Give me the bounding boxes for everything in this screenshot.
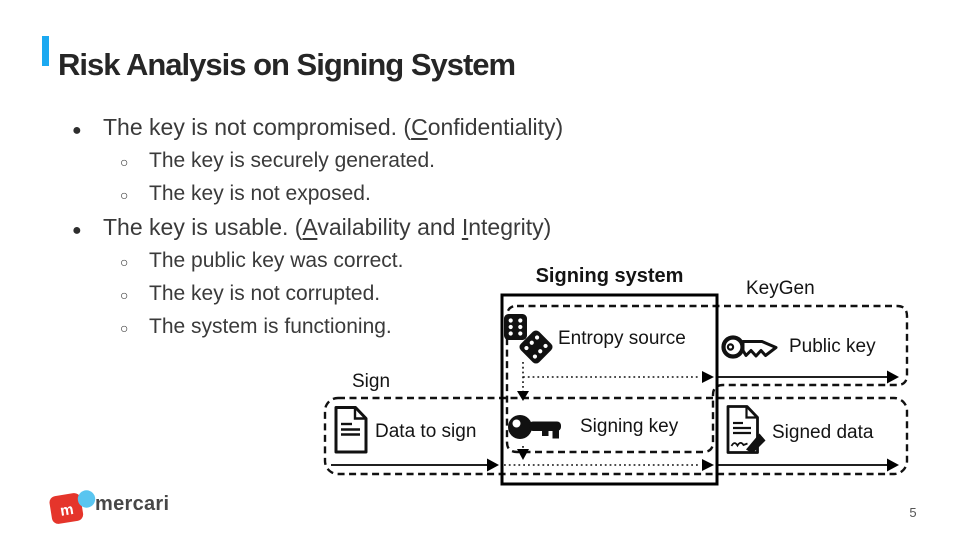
bullet-item: ○ The key is not exposed. bbox=[72, 177, 732, 210]
bullet-item: ○ The key is not corrupted. bbox=[72, 277, 732, 310]
signing-system-box bbox=[500, 293, 719, 486]
logo-dot-icon bbox=[77, 490, 96, 508]
logo-letter: m bbox=[59, 501, 75, 520]
bullet-dot-icon: ● bbox=[72, 122, 82, 139]
keygen-region bbox=[505, 304, 909, 454]
sign-region bbox=[323, 396, 909, 476]
bullet-circle-icon: ○ bbox=[120, 320, 129, 336]
data-input-arrow bbox=[331, 458, 499, 472]
bullet-list: ● The key is not compromised. (Confident… bbox=[72, 110, 732, 343]
signed-data-label: Signed data bbox=[772, 422, 874, 443]
bullet-item: ○ The key is securely generated. bbox=[72, 144, 732, 177]
bullet-item: ● The key is usable. (Availability and I… bbox=[72, 210, 732, 244]
bullet-text: The key is securely generated. bbox=[149, 149, 435, 172]
brand-wordmark: mercari bbox=[95, 493, 170, 515]
public-key-output-arrow bbox=[717, 370, 899, 384]
bullet-circle-icon: ○ bbox=[120, 254, 129, 270]
bullet-circle-icon: ○ bbox=[120, 154, 129, 170]
page-title: Risk Analysis on Signing System bbox=[58, 46, 516, 82]
signing-key-label: Signing key bbox=[580, 416, 679, 437]
sign-internal-arrow bbox=[504, 459, 714, 471]
public-key-label: Public key bbox=[789, 336, 876, 357]
title-accent-bar bbox=[42, 36, 49, 66]
key-filled-icon bbox=[508, 415, 561, 439]
signing-system-diagram bbox=[323, 293, 909, 486]
entropy-source-label: Entropy source bbox=[558, 328, 686, 349]
bullet-item: ○ The public key was correct. bbox=[72, 244, 732, 277]
bullet-text: The public key was correct. bbox=[149, 249, 404, 272]
signed-data-output-arrow bbox=[717, 458, 899, 472]
keygen-internal-arrow bbox=[523, 371, 714, 383]
signingkey-to-sign-arrow bbox=[517, 446, 529, 460]
document-icon bbox=[334, 406, 368, 454]
logo-box-icon: m bbox=[49, 493, 84, 524]
bullet-item: ○ The system is functioning. bbox=[72, 310, 732, 343]
key-outline-icon bbox=[721, 335, 778, 359]
bullet-text: The key is not compromised. (Confidentia… bbox=[103, 114, 564, 140]
bullet-item: ● The key is not compromised. (Confident… bbox=[72, 110, 732, 144]
bullet-circle-icon: ○ bbox=[120, 287, 129, 303]
bullet-text: The key is not exposed. bbox=[149, 182, 371, 205]
bullet-text: The key is usable. (Availability and Int… bbox=[103, 214, 552, 240]
keygen-label: KeyGen bbox=[746, 278, 815, 299]
bullet-dot-icon: ● bbox=[72, 222, 82, 239]
entropy-to-signingkey-arrow bbox=[517, 362, 529, 401]
signing-system-label: Signing system bbox=[535, 265, 684, 287]
page-number: 5 bbox=[909, 505, 917, 520]
bullet-circle-icon: ○ bbox=[120, 187, 129, 203]
signed-document-icon bbox=[726, 405, 766, 454]
mercari-logo: m bbox=[49, 490, 96, 524]
dice-icon bbox=[504, 314, 553, 364]
bullet-text: The key is not corrupted. bbox=[149, 282, 381, 305]
bullet-text: The system is functioning. bbox=[149, 315, 392, 338]
sign-label: Sign bbox=[352, 371, 391, 392]
data-to-sign-label: Data to sign bbox=[375, 421, 477, 442]
